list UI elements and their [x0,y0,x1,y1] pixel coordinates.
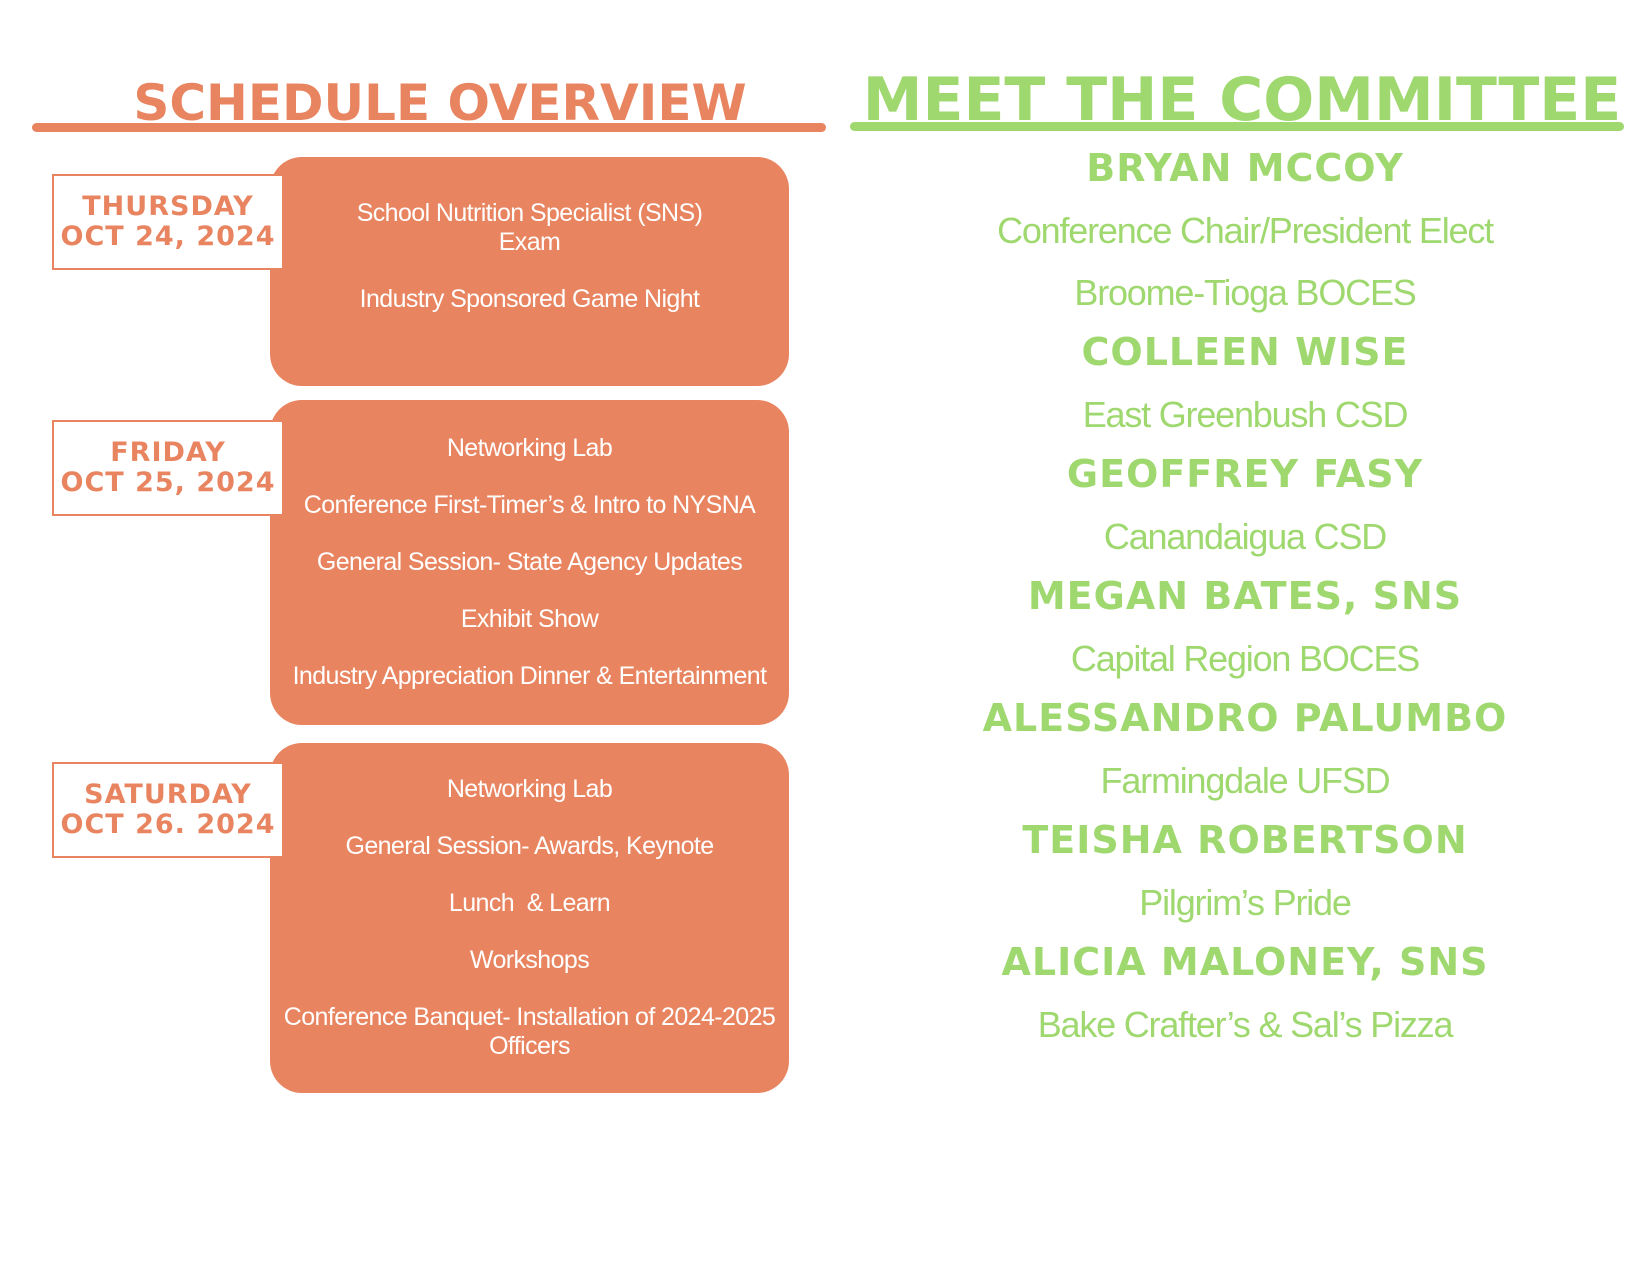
schedule-event: Exhibit Show [460,605,599,633]
schedule-heading-underline [32,123,826,132]
committee-member: Alicia Maloney, SNS Bake Crafter’s & Sal… [900,934,1590,1056]
day-date: Oct 25, 2024 [60,467,276,498]
friday-date-label: Friday Oct 25, 2024 [52,420,284,516]
member-organization: Pilgrim’s Pride [1139,882,1352,923]
friday-schedule-card: Networking Lab Conference First-Timer’s … [270,400,789,725]
schedule-event: Lunch & Learn [448,889,611,917]
schedule-event: Networking Lab [446,775,613,803]
member-organization: Capital Region BOCES [1070,638,1420,679]
member-name: Teisha Robertson [1022,818,1468,862]
member-name: Megan Bates, SNS [1027,574,1463,618]
schedule-overview-heading: Schedule Overview [133,74,747,132]
member-name: Alessandro Palumbo [982,696,1508,740]
committee-heading-underline [850,122,1624,131]
day-name: Saturday [84,779,252,810]
member-name: Geoffrey Fasy [1066,452,1424,496]
schedule-event: General Session- Awards, Keynote [345,832,714,860]
schedule-event: Industry Sponsored Game Night [359,285,700,313]
member-organization: Farmingdale UFSD [1100,760,1391,801]
day-name: Thursday [82,191,254,222]
committee-list: Bryan McCoy Conference Chair/President E… [900,140,1590,1056]
saturday-date-label: Saturday Oct 26. 2024 [52,762,284,858]
schedule-event: School Nutrition Specialist (SNS) Exam [356,199,703,256]
member-name: Bryan McCoy [1086,146,1404,190]
member-organization: Bake Crafter’s & Sal’s Pizza [1037,1004,1454,1045]
committee-member: Geoffrey Fasy Canandaigua CSD [900,446,1590,568]
thursday-schedule-card: School Nutrition Specialist (SNS) Exam I… [270,157,789,386]
member-organization: Canandaigua CSD [1103,516,1387,557]
member-organization: East Greenbush CSD [1082,394,1409,435]
member-role: Conference Chair/President Elect [997,210,1494,251]
saturday-schedule-card: Networking Lab General Session- Awards, … [270,743,789,1093]
member-name: Alicia Maloney, SNS [1001,940,1489,984]
thursday-date-label: Thursday Oct 24, 2024 [52,174,284,270]
committee-member: Teisha Robertson Pilgrim’s Pride [900,812,1590,934]
day-date: Oct 24, 2024 [60,221,276,252]
member-name: Colleen Wise [1081,330,1409,374]
member-organization: Broome-Tioga BOCES [1074,272,1416,313]
schedule-event: Industry Appreciation Dinner & Entertain… [292,662,767,690]
schedule-event: Conference First-Timer’s & Intro to NYSN… [303,491,756,519]
schedule-event: Networking Lab [446,434,613,462]
schedule-event: Workshops [469,946,590,974]
schedule-event: General Session- State Agency Updates [316,548,743,576]
schedule-event: Conference Banquet- Installation of 2024… [283,1003,776,1060]
committee-member: Colleen Wise East Greenbush CSD [900,324,1590,446]
committee-member: Megan Bates, SNS Capital Region BOCES [900,568,1590,690]
meet-the-committee-heading: Meet the Committee [862,65,1622,135]
day-name: Friday [110,437,226,468]
day-date: Oct 26. 2024 [60,809,276,840]
committee-member: Bryan McCoy Conference Chair/President E… [900,140,1590,324]
committee-member: Alessandro Palumbo Farmingdale UFSD [900,690,1590,812]
